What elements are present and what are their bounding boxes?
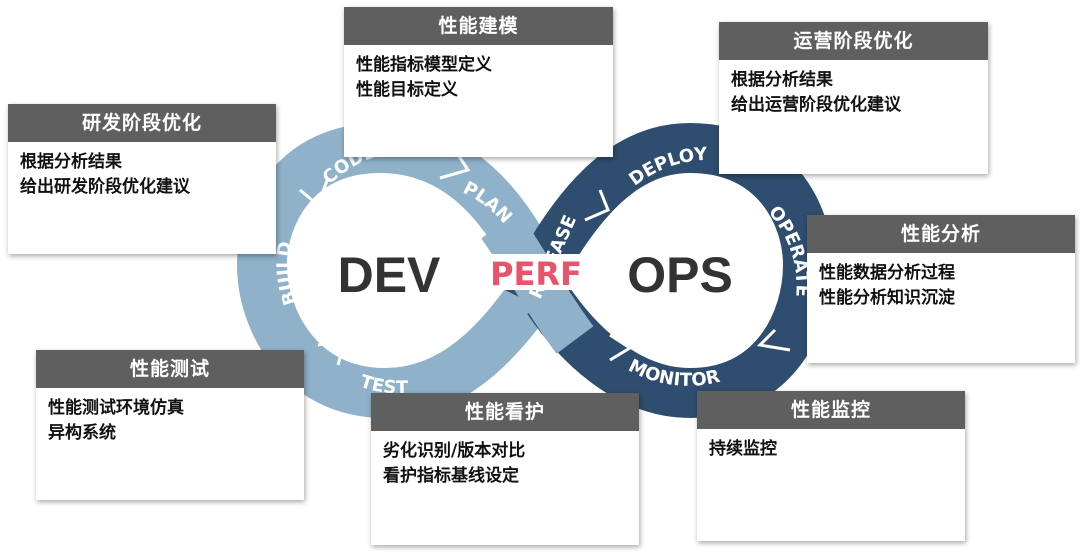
card-title: 性能建模 — [344, 7, 613, 45]
card-title: 性能分析 — [807, 215, 1075, 253]
card-line: 劣化识别/版本对比 — [383, 441, 526, 461]
card-performance-testing: 性能测试 性能测试环境仿真 异构系统 — [36, 350, 304, 500]
card-title: 性能监控 — [697, 391, 965, 429]
ops-label: OPS — [627, 247, 733, 303]
perf-label-bg — [486, 254, 586, 290]
card-title: 性能看护 — [371, 393, 639, 431]
card-line: 性能指标模型定义 — [356, 55, 492, 75]
card-title: 研发阶段优化 — [8, 104, 276, 142]
card-line: 持续监控 — [709, 439, 777, 459]
card-line: 性能数据分析过程 — [819, 263, 955, 283]
card-line: 性能测试环境仿真 — [48, 398, 184, 418]
dev-loop-band — [236, 122, 568, 419]
card-line: 根据分析结果 — [731, 70, 833, 90]
card-line: 根据分析结果 — [20, 152, 122, 172]
card-line: 异构系统 — [48, 423, 116, 443]
card-dev-optimization: 研发阶段优化 根据分析结果 给出研发阶段优化建议 — [8, 104, 276, 254]
card-title: 运营阶段优化 — [719, 22, 988, 60]
card-line: 看护指标基线设定 — [383, 466, 519, 486]
card-line: 性能目标定义 — [356, 80, 458, 100]
card-line: 给出运营阶段优化建议 — [731, 95, 901, 115]
card-title: 性能测试 — [36, 350, 304, 388]
card-line: 给出研发阶段优化建议 — [20, 177, 190, 197]
card-performance-monitoring: 性能监控 持续监控 — [697, 391, 965, 541]
card-line: 性能分析知识沉淀 — [819, 288, 955, 308]
dev-label: DEV — [338, 247, 441, 303]
card-performance-guard: 性能看护 劣化识别/版本对比 看护指标基线设定 — [371, 393, 639, 545]
card-performance-analysis: 性能分析 性能数据分析过程 性能分析知识沉淀 — [807, 215, 1075, 363]
card-performance-modeling: 性能建模 性能指标模型定义 性能目标定义 — [344, 7, 613, 157]
perf-label: PERF — [490, 255, 582, 293]
card-ops-optimization: 运营阶段优化 根据分析结果 给出运营阶段优化建议 — [719, 22, 988, 174]
